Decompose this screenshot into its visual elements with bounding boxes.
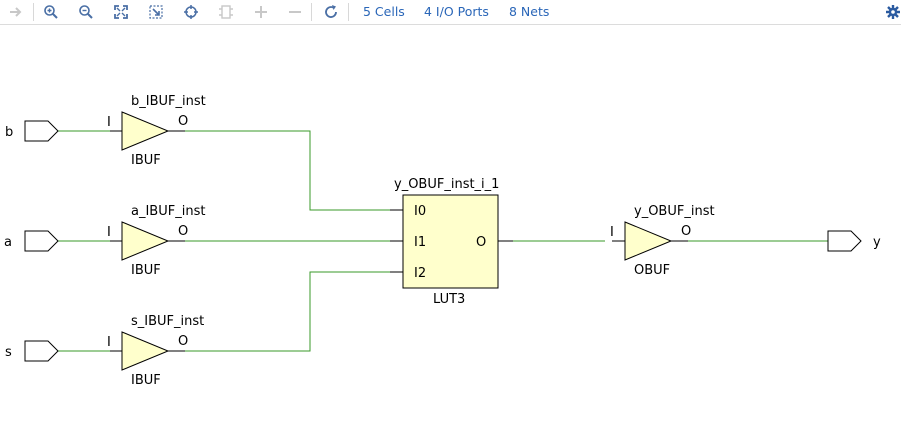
settings-gear-icon bbox=[885, 5, 900, 19]
refresh-icon bbox=[325, 5, 337, 18]
expand-button[interactable] bbox=[250, 1, 272, 23]
fit-selection-icon bbox=[149, 5, 163, 19]
b-ibuf-pin-o: O bbox=[178, 114, 188, 129]
a-ibuf-pin-o: O bbox=[178, 224, 188, 239]
schematic-canvas[interactable]: b a s y b_IBUF_inst I O IBUF a_IBUF_inst… bbox=[0, 25, 901, 430]
zoom-out-button[interactable] bbox=[75, 1, 97, 23]
b-ibuf-inst-label: b_IBUF_inst bbox=[131, 94, 206, 109]
toolbar-separator bbox=[348, 3, 349, 21]
port-a-label: a bbox=[4, 235, 12, 250]
port-s-label: s bbox=[5, 345, 12, 360]
lut-pin-i1: I1 bbox=[414, 235, 426, 250]
port-b-label: b bbox=[5, 125, 13, 140]
zoom-in-icon bbox=[44, 5, 58, 19]
lut-pin-i2: I2 bbox=[414, 266, 426, 281]
auto-fit-button[interactable] bbox=[180, 1, 202, 23]
port-y[interactable]: y bbox=[827, 230, 881, 252]
fit-to-screen-button[interactable] bbox=[110, 1, 132, 23]
a-ibuf-pin-i: I bbox=[107, 225, 111, 240]
collapse-minus-icon bbox=[289, 11, 301, 13]
zoom-in-button[interactable] bbox=[40, 1, 62, 23]
cell-s-ibuf[interactable]: s_IBUF_inst I O IBUF bbox=[107, 314, 204, 388]
toolbar-separator bbox=[33, 3, 34, 21]
port-y-label: y bbox=[873, 235, 881, 250]
cell-a-ibuf[interactable]: a_IBUF_inst I O IBUF bbox=[107, 204, 205, 278]
net-s-ibuf[interactable] bbox=[185, 271, 390, 352]
nets-link[interactable]: 8 Nets bbox=[509, 4, 550, 19]
fit-selection-button[interactable] bbox=[145, 1, 167, 23]
lut-pin-i0: I0 bbox=[414, 204, 426, 219]
cell-view-button[interactable] bbox=[215, 1, 237, 23]
b-ibuf-pin-i: I bbox=[107, 115, 111, 130]
y-obuf-type-label: OBUF bbox=[634, 263, 670, 278]
toolbar-separator bbox=[311, 3, 312, 21]
expand-plus-icon bbox=[255, 6, 267, 18]
y-obuf-inst-label: y_OBUF_inst bbox=[634, 204, 715, 219]
arrow-right-icon bbox=[10, 7, 22, 17]
schematic-toolbar: 5 Cells 4 I/O Ports 8 Nets bbox=[0, 0, 901, 25]
port-s[interactable]: s bbox=[5, 340, 59, 362]
net-b-ibuf[interactable] bbox=[185, 130, 390, 211]
s-ibuf-pin-i: I bbox=[107, 335, 111, 350]
forward-button[interactable] bbox=[5, 1, 27, 23]
fit-to-screen-icon bbox=[114, 5, 128, 19]
s-ibuf-pin-o: O bbox=[178, 334, 188, 349]
a-ibuf-inst-label: a_IBUF_inst bbox=[131, 204, 205, 219]
auto-fit-icon bbox=[184, 5, 198, 19]
settings-button[interactable] bbox=[884, 1, 901, 23]
lut-type-label: LUT3 bbox=[433, 292, 465, 307]
cell-lut3[interactable]: y_OBUF_inst_i_1 I0 I1 I2 O LUT3 bbox=[394, 177, 499, 307]
collapse-button[interactable] bbox=[284, 1, 306, 23]
schematic-drawing: b a s y b_IBUF_inst I O IBUF a_IBUF_inst… bbox=[4, 94, 881, 388]
y-obuf-pin-o: O bbox=[681, 224, 691, 239]
s-ibuf-type-label: IBUF bbox=[131, 373, 161, 388]
port-a[interactable]: a bbox=[4, 230, 59, 252]
chip-icon bbox=[219, 5, 233, 19]
a-ibuf-type-label: IBUF bbox=[131, 263, 161, 278]
b-ibuf-type-label: IBUF bbox=[131, 153, 161, 168]
cells-link[interactable]: 5 Cells bbox=[363, 4, 405, 19]
cell-b-ibuf[interactable]: b_IBUF_inst I O IBUF bbox=[107, 94, 206, 168]
s-ibuf-inst-label: s_IBUF_inst bbox=[131, 314, 204, 329]
io-ports-link[interactable]: 4 I/O Ports bbox=[424, 4, 489, 19]
y-obuf-pin-i: I bbox=[610, 225, 614, 240]
zoom-out-icon bbox=[79, 5, 93, 19]
port-b[interactable]: b bbox=[5, 120, 59, 142]
lut-inst-label: y_OBUF_inst_i_1 bbox=[394, 177, 499, 192]
lut-pin-o: O bbox=[476, 235, 486, 250]
cell-y-obuf[interactable]: y_OBUF_inst I O OBUF bbox=[610, 204, 715, 278]
refresh-button[interactable] bbox=[320, 1, 342, 23]
